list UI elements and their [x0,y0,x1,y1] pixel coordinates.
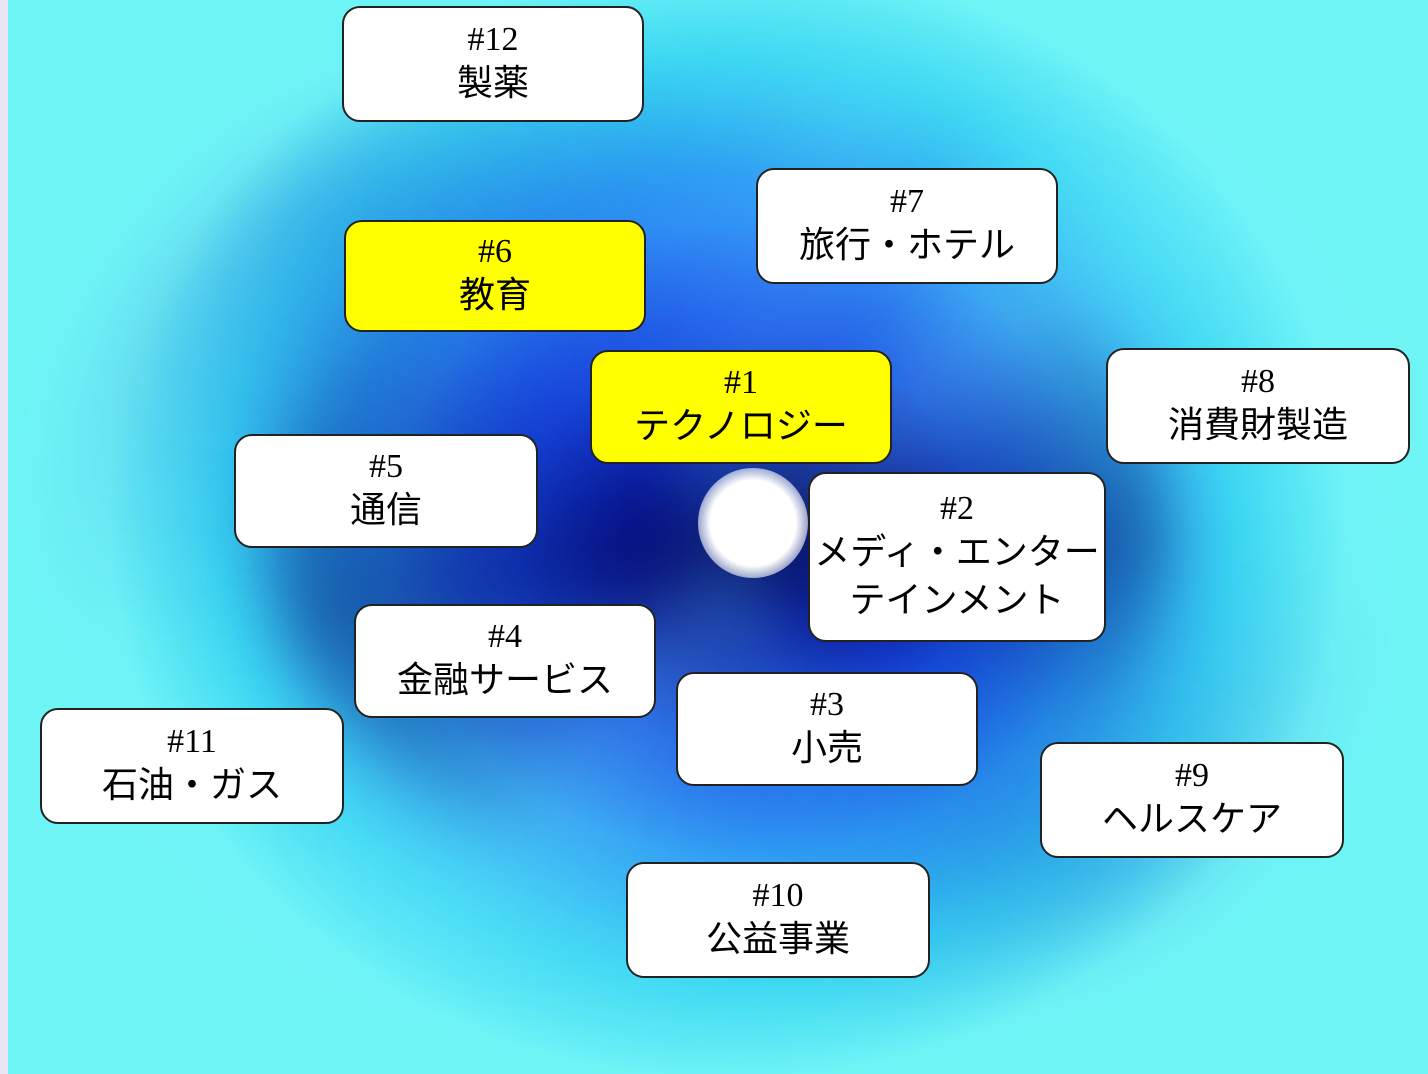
industry-node-7: #7 旅行・ホテル [756,168,1058,284]
industry-node-6: #6 教育 [344,220,646,332]
node-rank: #6 [478,233,512,270]
industry-node-9: #9 ヘルスケア [1040,742,1344,858]
node-label: 公益事業 [705,919,850,960]
node-label: 教育 [458,275,531,316]
swirl-background: #12 製薬 #7 旅行・ホテル #6 教育 #1 テクノロジー #8 消費財製… [8,0,1428,1074]
node-label: 製薬 [456,63,529,104]
node-rank: #8 [1241,363,1275,400]
node-rank: #7 [890,183,924,220]
industry-node-8: #8 消費財製造 [1106,348,1410,464]
node-label: メディ・エンター テインメント [814,532,1100,621]
node-rank: #10 [752,877,804,914]
node-rank: #4 [488,618,522,655]
node-rank: #5 [369,448,403,485]
node-label: 金融サービス [396,660,613,701]
industry-node-1: #1 テクノロジー [590,350,892,464]
node-label: 通信 [349,490,422,531]
node-label: 小売 [790,728,863,769]
node-label: 消費財製造 [1167,405,1348,446]
node-label: テクノロジー [634,406,848,447]
node-label: 石油・ガス [101,765,282,806]
node-rank: #2 [940,490,974,527]
node-rank: #3 [810,686,844,723]
node-rank: #11 [167,723,217,760]
industry-node-5: #5 通信 [234,434,538,548]
industry-node-4: #4 金融サービス [354,604,656,718]
industry-node-3: #3 小売 [676,672,978,786]
industry-node-2: #2 メディ・エンター テインメント [808,472,1106,642]
industry-node-11: #11 石油・ガス [40,708,344,824]
center-glow [698,468,808,578]
node-label: ヘルスケア [1101,799,1282,840]
node-label: 旅行・ホテル [798,225,1015,266]
node-rank: #9 [1175,757,1209,794]
node-rank: #12 [467,21,519,58]
industry-node-12: #12 製薬 [342,6,644,122]
industry-node-10: #10 公益事業 [626,862,930,978]
node-rank: #1 [724,364,758,401]
